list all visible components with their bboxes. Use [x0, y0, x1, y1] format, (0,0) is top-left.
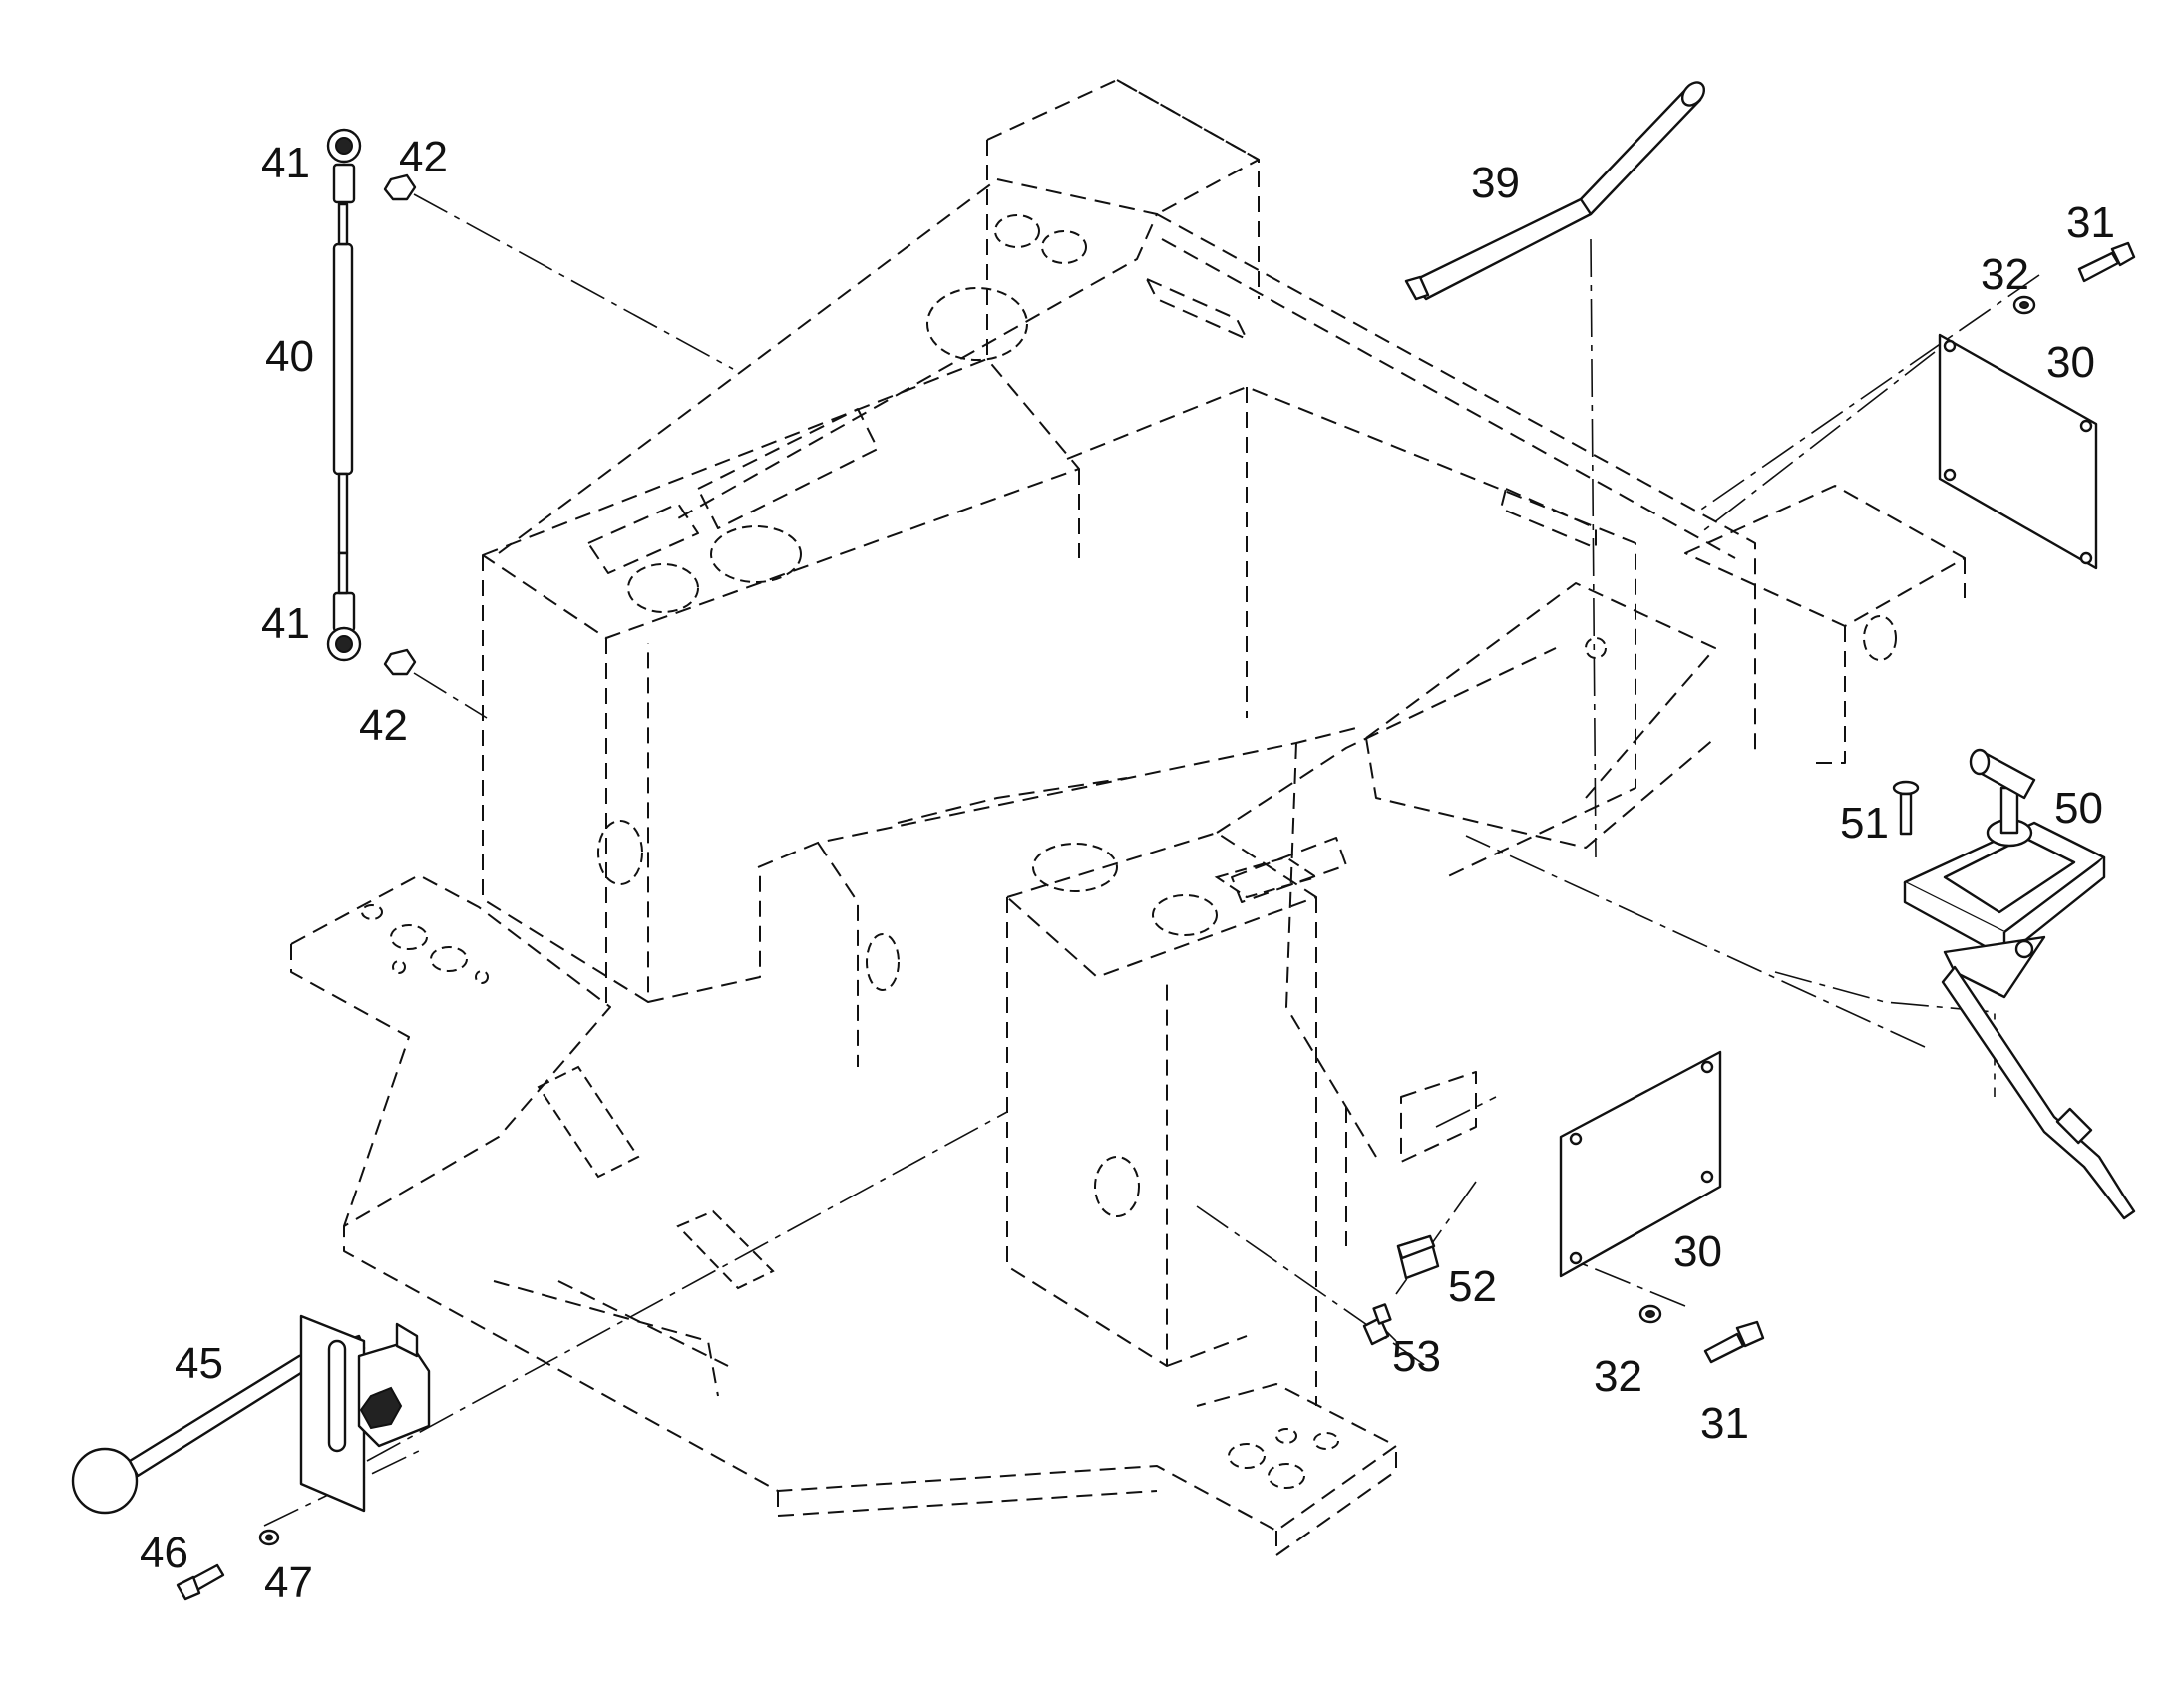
main-frame — [290, 79, 1966, 1556]
screw-51[interactable] — [1892, 780, 1920, 836]
callout-42-bottom: 42 — [359, 701, 408, 750]
leader-lines — [263, 193, 2040, 1527]
bolt-31-upper[interactable] — [2077, 241, 2136, 283]
lever-45[interactable] — [71, 1314, 431, 1515]
rod-end-41-bottom[interactable] — [326, 551, 362, 662]
callout-46: 46 — [140, 1529, 188, 1577]
callout-31-lower: 31 — [1700, 1399, 1749, 1448]
callout-39: 39 — [1471, 159, 1520, 207]
nut-42-bottom[interactable] — [383, 648, 417, 676]
callout-41-top: 41 — [261, 139, 310, 187]
bolt-31-lower[interactable] — [1703, 1320, 1765, 1364]
bolt-46[interactable] — [176, 1563, 225, 1601]
rod-end-41-top[interactable] — [326, 128, 362, 204]
callout-52: 52 — [1448, 1262, 1497, 1311]
callout-45: 45 — [175, 1339, 223, 1388]
plug-53[interactable] — [1362, 1303, 1392, 1346]
callout-40: 40 — [265, 332, 314, 381]
callout-labels: 41 42 40 41 42 39 31 32 30 51 50 30 52 5… — [140, 133, 2115, 1607]
callout-32-upper: 32 — [1981, 250, 2029, 299]
callout-53: 53 — [1392, 1332, 1441, 1381]
nut-42-top[interactable] — [383, 173, 417, 201]
callout-50: 50 — [2054, 784, 2103, 833]
grommet-52[interactable] — [1396, 1234, 1440, 1280]
gas-strut-40[interactable] — [332, 202, 354, 555]
handle-bar-39[interactable] — [1404, 78, 1708, 301]
cover-plate-30-lower[interactable] — [1559, 1050, 1722, 1278]
callout-30-lower: 30 — [1673, 1227, 1722, 1276]
callout-42-top: 42 — [399, 133, 448, 181]
callout-51: 51 — [1840, 799, 1889, 848]
washer-47[interactable] — [258, 1529, 280, 1546]
washer-32-upper[interactable] — [2012, 295, 2036, 315]
cover-plate-30-upper[interactable] — [1938, 333, 2098, 570]
frame-holes — [361, 214, 1897, 1489]
callout-30-upper: 30 — [2046, 338, 2095, 387]
callout-47: 47 — [264, 1558, 313, 1607]
washer-32-lower[interactable] — [1638, 1304, 1662, 1324]
callout-41-bottom: 41 — [261, 599, 310, 648]
callout-31-upper: 31 — [2066, 198, 2115, 247]
joystick-50[interactable] — [1903, 748, 2136, 1220]
callout-32-lower: 32 — [1594, 1352, 1642, 1401]
